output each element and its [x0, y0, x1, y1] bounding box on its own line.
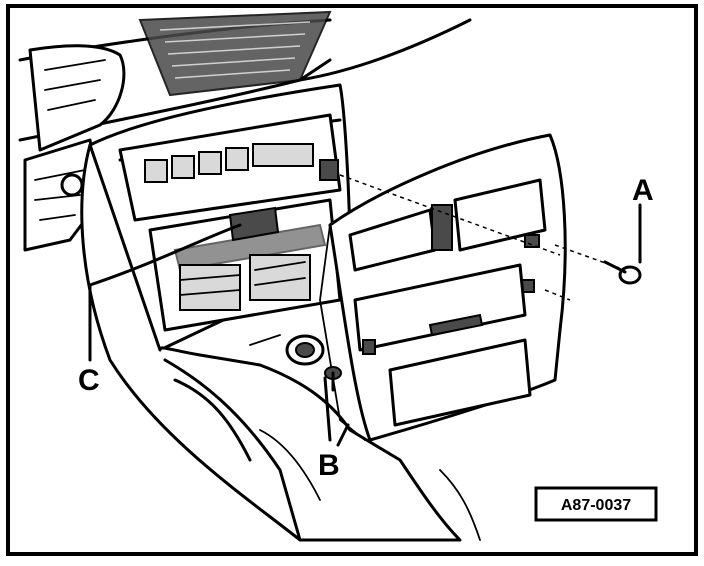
- radio-receptacle: [148, 198, 342, 332]
- reference-code: A87-0037: [561, 497, 631, 514]
- alignment-lines: [339, 174, 626, 301]
- callout-label-b: B: [318, 449, 340, 482]
- knob: [249, 334, 325, 366]
- callout-label-c: C: [78, 364, 100, 397]
- screw-b: [324, 366, 342, 392]
- dashboard-upper-panel: [18, 10, 472, 152]
- callout-label-a: A: [632, 174, 654, 207]
- reference-code-box: A87-0037: [534, 486, 658, 522]
- trim-panel: [319, 133, 567, 442]
- leader-lines: [88, 203, 642, 447]
- upper-switch-panel: [118, 113, 342, 222]
